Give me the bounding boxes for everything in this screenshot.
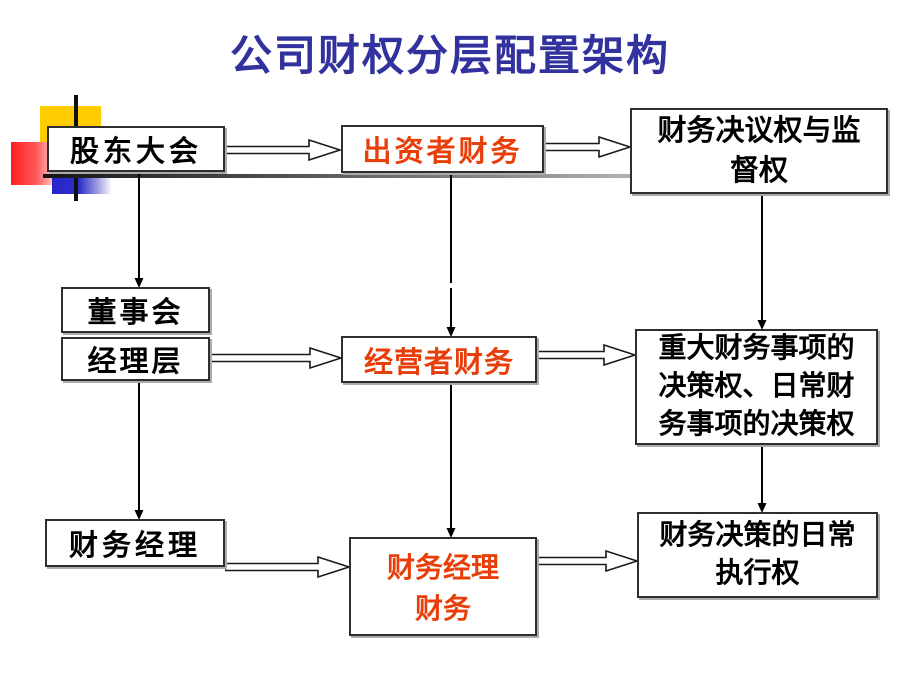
flow-arrow-down-icon xyxy=(134,174,144,288)
node-line: 财务决议权与监 xyxy=(657,115,861,147)
node-line: 重大财务事项的 xyxy=(658,333,855,364)
flow-arrow-down-icon xyxy=(134,381,144,520)
node-label: 经理层 xyxy=(87,346,184,378)
node-finance-manager: 财务经理 xyxy=(45,519,225,567)
flow-arrow-down-icon xyxy=(446,382,456,538)
deco-horizontal-rule xyxy=(43,174,880,178)
node-label: 股东大会 xyxy=(69,136,202,168)
node-finance-manager-finance: 财务经理 财务 xyxy=(349,537,537,636)
flow-arrow-down-icon xyxy=(757,444,767,513)
node-management-level: 经理层 xyxy=(61,337,210,381)
node-daily-execution-power: 财务决策的日常 执行权 xyxy=(637,512,878,598)
node-line: 决策权、日常财 xyxy=(658,371,855,402)
flow-arrow-down-icon xyxy=(446,172,456,337)
block-arrow-right-icon xyxy=(537,550,638,572)
node-board-of-directors: 董事会 xyxy=(61,287,210,333)
block-arrow-right-icon xyxy=(210,347,342,369)
node-line: 执行权 xyxy=(715,558,800,589)
node-label: 董事会 xyxy=(87,297,184,329)
flow-arrow-down-icon xyxy=(757,193,767,330)
node-line: 财务决策的日常 xyxy=(659,520,856,551)
node-operator-finance: 经营者财务 xyxy=(341,336,537,383)
node-label: 经营者财务 xyxy=(363,346,514,379)
block-arrow-right-icon xyxy=(544,136,631,158)
block-arrow-right-icon xyxy=(225,139,341,161)
node-label: 财务经理 xyxy=(68,530,201,562)
node-investor-finance: 出资者财务 xyxy=(341,125,544,173)
slide-title: 公司财权分层配置架构 xyxy=(229,34,670,80)
node-label: 出资者财务 xyxy=(362,136,523,168)
node-shareholders-meeting: 股东大会 xyxy=(47,126,225,172)
node-line: 督权 xyxy=(729,155,788,187)
block-arrow-right-icon xyxy=(225,556,350,578)
block-arrow-right-icon xyxy=(536,344,636,366)
node-line: 财务 xyxy=(414,594,471,626)
node-line: 务事项的决策权 xyxy=(658,409,855,440)
node-financial-resolution-supervision-power: 财务决议权与监 督权 xyxy=(630,108,888,194)
node-line: 财务经理 xyxy=(386,552,499,584)
node-major-financial-decision-power: 重大财务事项的 决策权、日常财 务事项的决策权 xyxy=(635,329,878,445)
